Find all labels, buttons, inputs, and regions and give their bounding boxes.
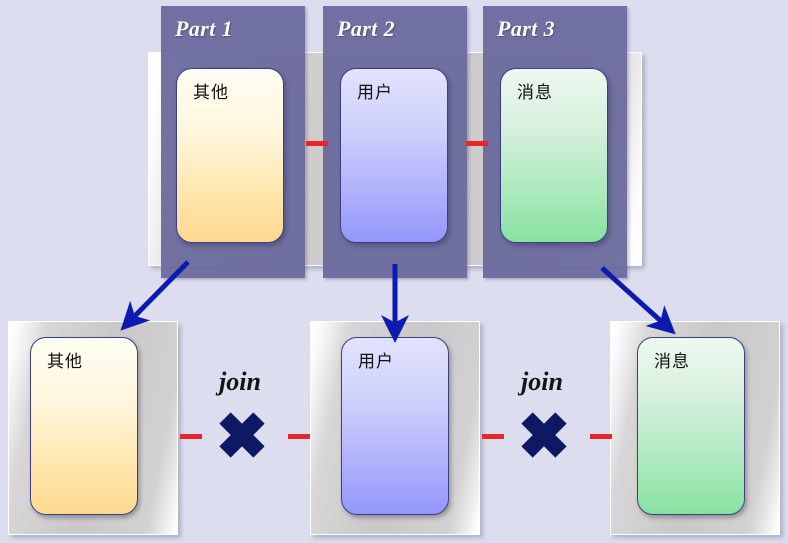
bottom-connector-dash-3	[482, 434, 504, 439]
bottom-connector-dash-4	[590, 434, 612, 439]
join-label-1: join	[219, 367, 261, 396]
top-entity-other[interactable]: 其他	[176, 68, 284, 243]
top-entity-user-label: 用户	[357, 83, 393, 103]
bottom-entity-message[interactable]: 消息	[637, 337, 745, 515]
top-entity-message[interactable]: 消息	[500, 68, 608, 243]
join-label-2: join	[521, 367, 563, 396]
top-connector-dash-2	[466, 141, 488, 146]
bottom-entity-user[interactable]: 用户	[341, 337, 449, 515]
bottom-entity-other-label: 其他	[47, 352, 83, 372]
part-title-2: Part 2	[337, 16, 396, 41]
bottom-entity-other[interactable]: 其他	[30, 337, 138, 515]
top-connector-dash-1	[306, 141, 328, 146]
part-title-3: Part 3	[497, 16, 556, 41]
bottom-entity-user-label: 用户	[358, 352, 394, 372]
top-entity-user[interactable]: 用户	[340, 68, 448, 243]
part-title-1: Part 1	[175, 16, 234, 41]
join-blocked-x-icon-1	[215, 408, 269, 462]
top-entity-other-label: 其他	[193, 83, 229, 103]
join-blocked-x-icon-2	[517, 408, 571, 462]
top-entity-message-label: 消息	[517, 83, 553, 103]
bottom-entity-message-label: 消息	[654, 352, 690, 372]
bottom-connector-dash-2	[288, 434, 310, 439]
bottom-connector-dash-1	[180, 434, 202, 439]
